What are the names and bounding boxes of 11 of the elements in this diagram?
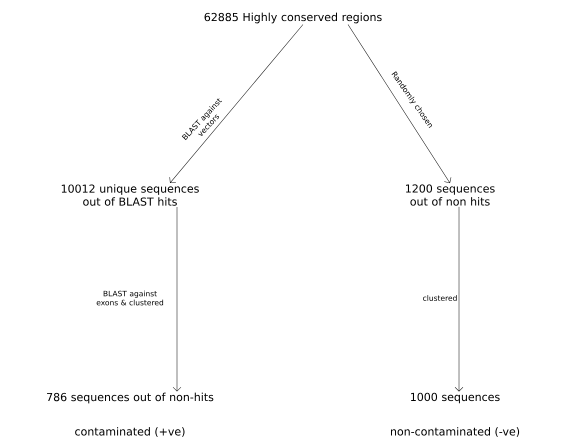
node-text: 786 sequences out of non-hits <box>47 392 214 404</box>
arrow <box>454 206 464 392</box>
node-text: 1000 sequences <box>411 392 500 404</box>
beside-text: contaminated (+ve) <box>75 427 185 437</box>
node-text: 62885 Highly conserved regions <box>204 12 382 24</box>
beside-text: non-contaminated (-ve) <box>391 427 520 437</box>
node-text: 1200 sequences out of non hits <box>406 184 495 206</box>
arrow <box>348 24 452 184</box>
node-text: 10012 unique sequences out of BLAST hits <box>62 184 199 206</box>
arrow <box>169 24 304 184</box>
arrow <box>172 206 182 392</box>
